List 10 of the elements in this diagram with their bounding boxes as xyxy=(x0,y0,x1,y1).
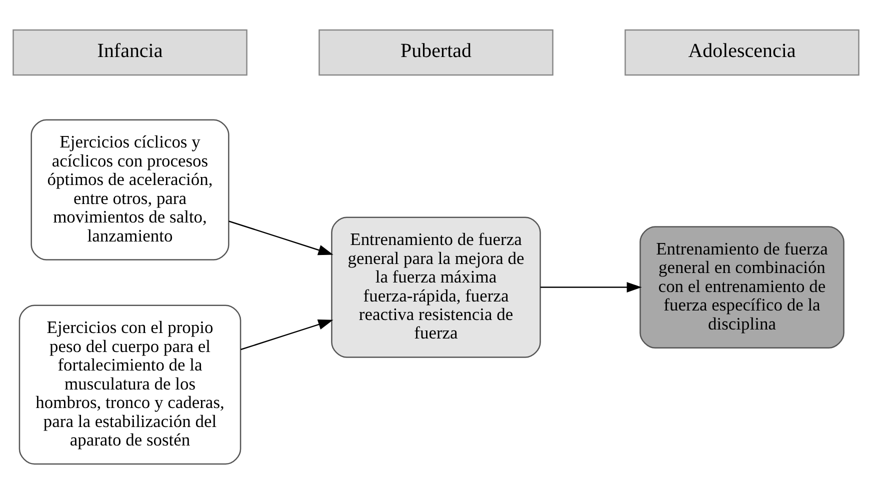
node-box: Ejercicios con el propio peso del cuerpo para el fortalecimiento de la musculatura de los hombros, tronco y caderas, para la estabilización del aparato de sostén xyxy=(18,304,242,465)
label: Pubertad xyxy=(400,40,472,62)
node-box: Entrenamiento de fuerza general para la mejora de la fuerza máxima fuerza-rápida, fuerza reactiva resistencia de fuerza xyxy=(331,216,541,358)
node-box: Ejercicios cíclicos y acíclicos con procesos óptimos de aceleración, entre otros, para movimientos de salto, lanzamiento xyxy=(30,119,230,260)
arrow xyxy=(240,319,334,350)
node-box: Entrenamiento de fuerza general en combinación con el entrenamiento de fuerza específico de la disciplina xyxy=(640,226,844,348)
label: Adolescencia xyxy=(688,40,796,62)
label: Infancia xyxy=(97,40,163,62)
arrow xyxy=(540,282,642,293)
arrow xyxy=(228,220,334,256)
